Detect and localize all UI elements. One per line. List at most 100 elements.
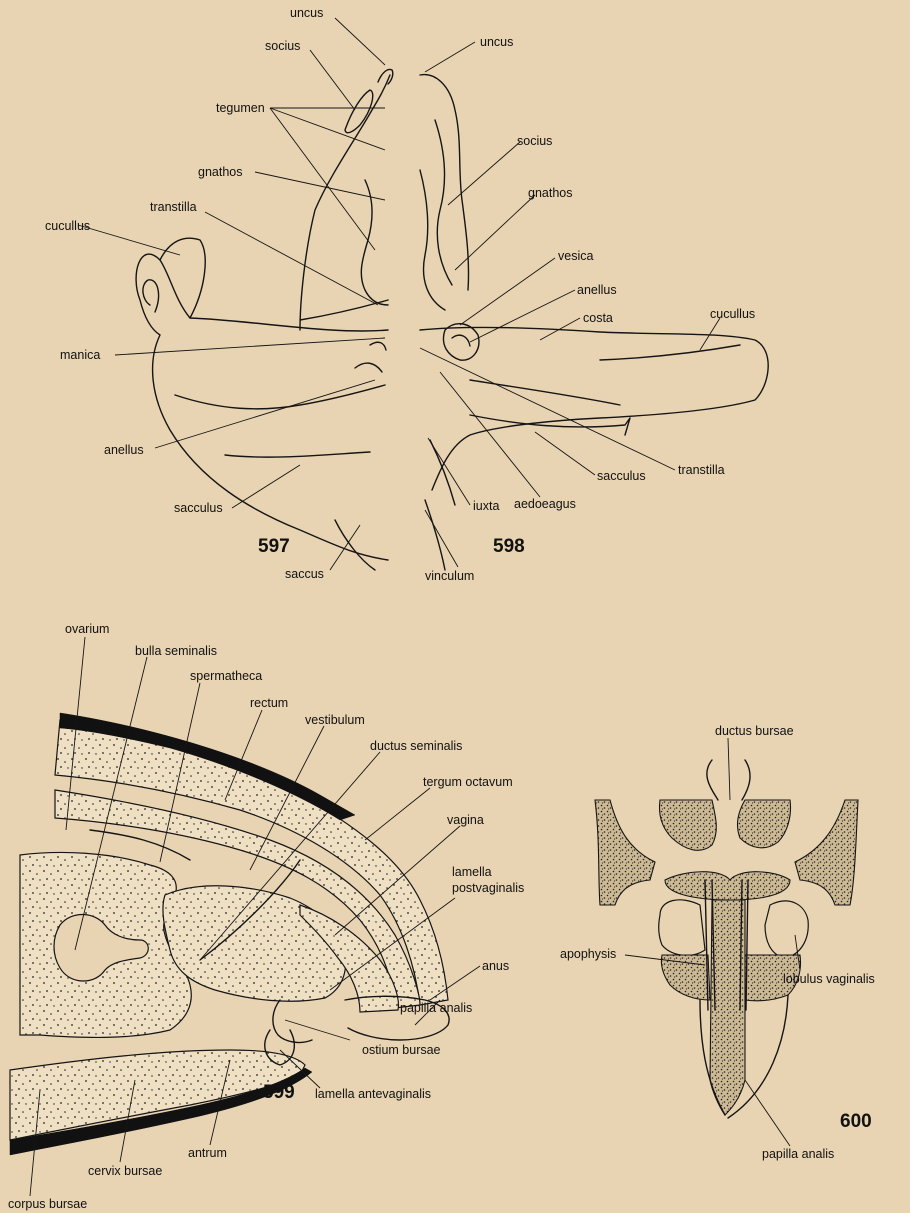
- label-597-transtilla: transtilla: [150, 200, 197, 214]
- anellus-598: [452, 335, 470, 346]
- sterigma-right-600: [738, 800, 791, 848]
- figure-number-598: 598: [493, 536, 525, 557]
- label-598-cucullus: cucullus: [710, 307, 755, 321]
- sacculus-597-line: [225, 452, 370, 457]
- gnathos-598: [420, 170, 445, 310]
- label-599-papilla-analis: papilla analis: [400, 1001, 472, 1015]
- aedoeagus-598: [443, 324, 478, 361]
- leader-598-aedoeagus: [440, 372, 540, 497]
- tegumen-597: [300, 75, 390, 330]
- anellus-597: [355, 363, 382, 372]
- label-598-gnathos: gnathos: [528, 186, 572, 200]
- label-599-antrum: antrum: [188, 1146, 227, 1160]
- label-599-spermatheca: spermatheca: [190, 669, 262, 683]
- cucullus-597-inner: [143, 280, 159, 312]
- iuxta-598: [430, 440, 455, 505]
- figure-599: ovarium bulla seminalis spermatheca rect…: [8, 622, 524, 1211]
- label-599-vagina: vagina: [447, 813, 484, 827]
- socius-598: [435, 120, 452, 285]
- leader-597-saccus: [330, 525, 360, 570]
- cucullus-598-line: [600, 345, 740, 360]
- leader-599-ostium: [285, 1020, 350, 1040]
- label-599-tergum-octavum: tergum octavum: [423, 775, 513, 789]
- label-599-cervix-bursae: cervix bursae: [88, 1164, 162, 1178]
- saccus-597: [335, 520, 375, 570]
- leader-598-vinculum: [425, 510, 458, 567]
- middle-bar-600: [665, 872, 790, 900]
- label-597-cucullus: cucullus: [45, 219, 90, 233]
- label-599-lamella-antevaginalis: lamella antevaginalis: [315, 1087, 431, 1101]
- gnathos-597: [361, 180, 388, 305]
- label-598-socius: socius: [517, 134, 552, 148]
- leader-598-iuxta: [428, 438, 470, 505]
- lateral-right-600: [795, 800, 858, 905]
- leader-597-uncus: [335, 18, 385, 65]
- label-598-sacculus: sacculus: [597, 469, 646, 483]
- label-598-costa: costa: [583, 311, 613, 325]
- label-599-corpus-bursae: corpus bursae: [8, 1197, 87, 1211]
- label-599-postvaginalis: postvaginalis: [452, 881, 524, 895]
- leader-597-cucullus: [78, 225, 180, 255]
- label-597-anellus: anellus: [104, 443, 144, 457]
- leader-598-sacculus: [535, 432, 595, 475]
- label-599-ovarium: ovarium: [65, 622, 109, 636]
- label-599-vestibulum: vestibulum: [305, 713, 365, 727]
- lobulus-left-600: [659, 900, 705, 956]
- figure-600: ductus bursae apophysis lobulus vaginali…: [560, 724, 875, 1161]
- costa-598-line: [470, 380, 620, 405]
- leader-597-sacculus: [232, 465, 300, 508]
- figure-597: uncus socius tegumen gnathos transtilla …: [45, 6, 393, 581]
- leader-598-anellus: [470, 290, 575, 342]
- label-597-sacculus: sacculus: [174, 501, 223, 515]
- label-600-lobulus-vaginalis: lobulus vaginalis: [783, 972, 875, 986]
- lower-lateral-left-600: [661, 955, 710, 1000]
- leader-599-tergum: [365, 788, 430, 840]
- socius-597: [345, 90, 373, 133]
- leader-600-papilla: [745, 1080, 790, 1146]
- label-600-apophysis: apophysis: [560, 947, 616, 961]
- label-597-manica: manica: [60, 348, 100, 362]
- leader-597-anellus: [155, 380, 375, 448]
- label-598-iuxta: iuxta: [473, 499, 499, 513]
- label-599-rectum: rectum: [250, 696, 288, 710]
- label-599-ostium-bursae: ostium bursae: [362, 1043, 441, 1057]
- label-599-lamella: lamella: [452, 865, 492, 879]
- label-598-transtilla: transtilla: [678, 463, 725, 477]
- label-598-uncus: uncus: [480, 35, 513, 49]
- leader-598-uncus: [425, 42, 475, 72]
- leader-597-transtilla: [205, 212, 378, 305]
- uncus-597: [378, 70, 393, 85]
- figure-number-600: 600: [840, 1111, 872, 1132]
- figure-number-597: 597: [258, 536, 290, 557]
- leader-598-gnathos: [455, 195, 535, 270]
- label-599-ductus-seminalis: ductus seminalis: [370, 739, 462, 753]
- costa-597-line: [175, 385, 385, 409]
- manica-597: [370, 342, 386, 350]
- figure-598: uncus socius gnathos vesica anellus cost…: [420, 35, 768, 583]
- label-597-socius: socius: [265, 39, 300, 53]
- leader-600-ductus-bursae: [728, 738, 730, 800]
- leader-598-transtilla: [420, 348, 675, 470]
- lateral-left-600: [595, 800, 655, 905]
- sterigma-left-600: [660, 800, 717, 850]
- label-598-anellus: anellus: [577, 283, 617, 297]
- label-597-gnathos: gnathos: [198, 165, 242, 179]
- label-597-uncus: uncus: [290, 6, 323, 20]
- label-600-papilla-analis: papilla analis: [762, 1147, 834, 1161]
- leader-597-socius: [310, 50, 355, 110]
- label-599-anus: anus: [482, 959, 509, 973]
- lobulus-right-600: [765, 901, 808, 958]
- figure-number-599: 599: [263, 1082, 295, 1103]
- vinculum-598: [425, 500, 445, 570]
- ductus-bursae-600: [707, 760, 750, 800]
- label-599-bulla-seminalis: bulla seminalis: [135, 644, 217, 658]
- label-598-aedoeagus: aedoeagus: [514, 497, 576, 511]
- leader-598-vesica: [460, 258, 555, 325]
- label-597-tegumen: tegumen: [216, 101, 265, 115]
- label-597-saccus: saccus: [285, 567, 324, 581]
- label-600-ductus-bursae: ductus bursae: [715, 724, 794, 738]
- label-598-vinculum: vinculum: [425, 569, 474, 583]
- label-598-vesica: vesica: [558, 249, 593, 263]
